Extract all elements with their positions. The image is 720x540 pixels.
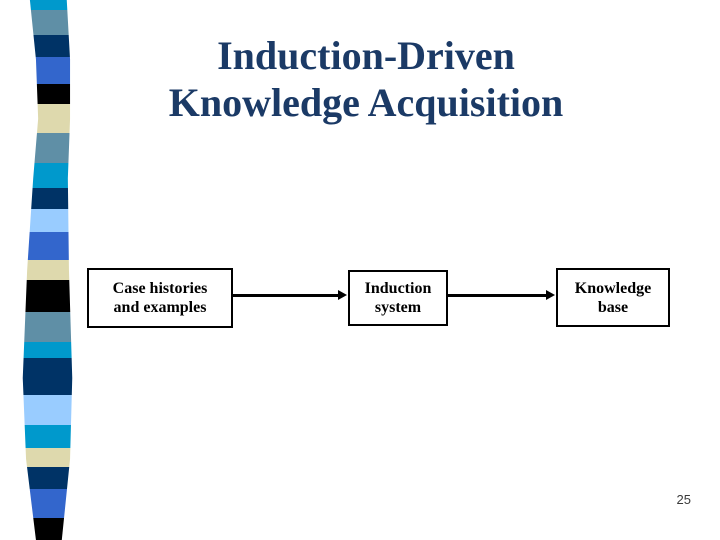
box-case-histories-line-2: and examples: [113, 299, 207, 316]
slide-title: Induction-Driven Knowledge Acquisition: [169, 32, 564, 126]
page-number: 25: [676, 492, 691, 507]
ribbon-segment: [22, 84, 73, 104]
box-knowledge-base: Knowledge base: [556, 268, 670, 327]
slide-title-line-1: Induction-Driven: [217, 33, 515, 78]
ribbon-segment: [22, 209, 73, 232]
arrow-case-to-induction: [233, 290, 347, 300]
ribbon-segment: [22, 232, 73, 260]
ribbon-segment: [22, 57, 73, 84]
ribbon-segment: [22, 448, 73, 467]
box-case-histories: Case histories and examples: [87, 268, 233, 328]
ribbon-segment: [22, 312, 73, 342]
box-induction-system-line-1: Induction: [364, 280, 432, 297]
ribbon-segment: [22, 260, 73, 280]
ribbon-segment: [22, 358, 73, 395]
ribbon-segment: [22, 188, 73, 209]
arrow-induction-to-knowledge: [448, 290, 555, 300]
ribbon-segment: [22, 342, 73, 358]
decorative-ribbon: [22, 0, 73, 540]
box-knowledge-base-line-2: base: [597, 298, 629, 316]
box-induction-system-line-2: system: [374, 299, 422, 316]
ribbon-segment: [22, 104, 73, 133]
ribbon-segment: [22, 0, 73, 10]
ribbon-segment: [22, 425, 73, 448]
ribbon-segment: [22, 467, 73, 489]
ribbon-segment: [22, 489, 73, 518]
ribbon-segment: [22, 10, 73, 35]
ribbon-segment: [22, 518, 73, 540]
ribbon-segment: [22, 35, 73, 57]
ribbon-segment: [22, 133, 73, 163]
ribbon-segment: [22, 280, 73, 312]
ribbon-segment: [22, 395, 73, 425]
slide-title-line-2: Knowledge Acquisition: [168, 80, 564, 125]
box-knowledge-base-line-1: Knowledge: [574, 279, 652, 297]
box-induction-system: Induction system: [348, 270, 448, 326]
ribbon-segment: [22, 163, 73, 188]
box-case-histories-line-1: Case histories: [112, 280, 208, 297]
